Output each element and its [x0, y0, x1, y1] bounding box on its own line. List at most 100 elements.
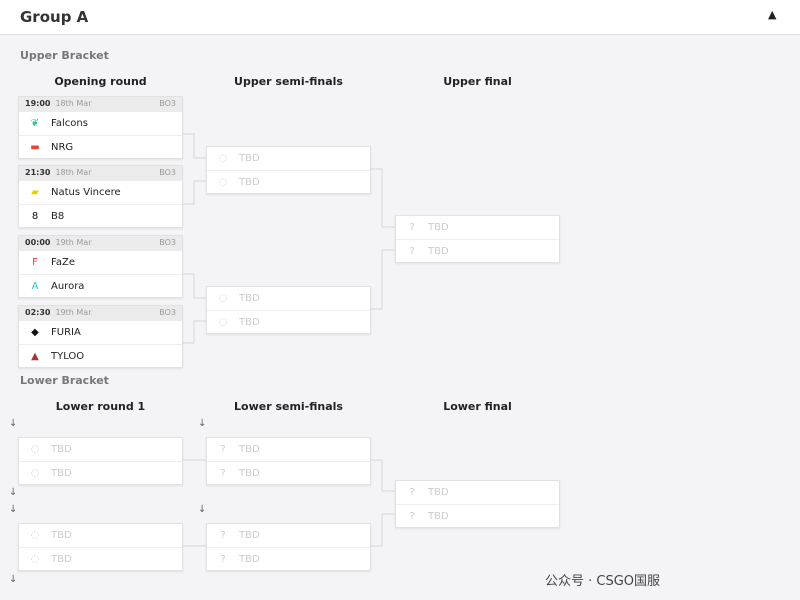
team-row[interactable]: 8 B8 [19, 204, 182, 227]
arrow-down-icon: ↓ [9, 487, 18, 498]
group-header[interactable]: Group A ▲ [0, 0, 800, 35]
match-card[interactable]: 02:30 19th Mar BO3 ◆FURIA ▲ TYLOO [18, 305, 183, 368]
team-row[interactable]: ◌TBD [207, 147, 370, 170]
team-name: TBD [51, 530, 72, 541]
question-icon: ? [220, 467, 226, 479]
match-format: BO3 [159, 168, 176, 177]
team-row[interactable]: ◌TBD [19, 547, 182, 570]
team-name: TBD [428, 222, 449, 233]
match-card[interactable]: ?TBD?TBD [206, 523, 371, 571]
team-row[interactable]: ▬ NRG [19, 135, 182, 158]
aurora-logo: A [31, 280, 39, 292]
match-date: 18th Mar [55, 168, 92, 177]
team-row[interactable]: ◌TBD [207, 170, 370, 193]
question-icon: ? [409, 487, 415, 498]
team-name: TBD [239, 444, 260, 455]
team-row[interactable]: ?TBD [207, 524, 370, 547]
tyloo-logo: ▲ [31, 350, 39, 362]
team-row[interactable]: ? TBD [396, 504, 559, 527]
match-card[interactable]: 21:30 18th Mar BO3 ▰Natus Vincere 8 B8 [18, 165, 183, 228]
team-name: TBD [239, 153, 260, 164]
caret-up-icon[interactable]: ▲ [768, 8, 777, 21]
faze-logo: F [32, 257, 38, 268]
match-header: 19:00 18th Mar BO3 [19, 97, 182, 112]
lower-bracket-label: Lower Bracket [20, 374, 109, 387]
column-opening-round: Opening round [54, 75, 147, 88]
team-name: TBD [239, 467, 260, 479]
team-row[interactable]: ?TBD [396, 239, 559, 262]
question-icon: ? [409, 510, 415, 522]
match-card[interactable]: ? TBD? TBD [395, 480, 560, 528]
team-row[interactable]: ▰Natus Vincere [19, 181, 182, 204]
team-row[interactable]: ◌TBD [207, 287, 370, 310]
column-lower-round-1: Lower round 1 [55, 400, 146, 413]
team-row[interactable]: ? TBD [207, 438, 370, 461]
team-name: TBD [239, 176, 260, 188]
match-time: 02:30 [25, 308, 51, 317]
team-row[interactable]: ? TBD [207, 461, 370, 484]
falcons-logo: ❦ [30, 118, 40, 129]
team-row[interactable]: ?TBD [396, 216, 559, 239]
team-row[interactable]: ◆FURIA [19, 321, 182, 344]
match-time: 00:00 [25, 238, 51, 247]
question-icon: ? [220, 553, 226, 565]
team-name: TYLOO [51, 350, 85, 362]
arrow-down-icon: ↓ [9, 418, 18, 429]
match-card[interactable]: ?TBD?TBD [395, 215, 560, 263]
team-row[interactable]: ◌TBD [19, 524, 182, 547]
match-header: 02:30 19th Mar BO3 [19, 306, 182, 321]
match-header: 21:30 18th Mar BO3 [19, 166, 182, 181]
match-card[interactable]: ◌TBD◌TBD [18, 437, 183, 485]
team-name: B8 [51, 210, 65, 222]
upper-bracket-label: Upper Bracket [20, 49, 109, 62]
match-format: BO3 [159, 99, 176, 108]
arrow-down-icon: ↓ [198, 418, 207, 429]
match-date: 19th Mar [55, 308, 92, 317]
match-card[interactable]: ◌TBD◌TBD [206, 286, 371, 334]
team-row[interactable]: ❦Falcons [19, 112, 182, 135]
navi-logo: ▰ [31, 187, 39, 198]
group-title: Group A [20, 8, 89, 26]
team-name: FaZe [51, 257, 75, 268]
team-row[interactable]: F FaZe [19, 251, 182, 274]
team-row[interactable]: ◌ TBD [19, 438, 182, 461]
team-name: TBD [51, 444, 72, 455]
team-row[interactable]: ◌TBD [207, 310, 370, 333]
team-logo-placeholder-icon: ◌ [30, 444, 40, 455]
team-name: NRG [51, 141, 74, 153]
match-card[interactable]: ? TBD? TBD [206, 437, 371, 485]
team-row[interactable]: A Aurora [19, 274, 182, 297]
match-time: 21:30 [25, 168, 51, 177]
match-format: BO3 [159, 308, 176, 317]
match-card[interactable]: 19:00 18th Mar BO3 ❦Falcons ▬ NRG [18, 96, 183, 159]
team-row[interactable]: ▲ TYLOO [19, 344, 182, 367]
team-name: TBD [51, 553, 72, 565]
question-icon: ? [220, 530, 226, 541]
team-name: Aurora [51, 280, 85, 292]
arrow-down-icon: ↓ [9, 574, 18, 585]
team-row[interactable]: ? TBD [396, 481, 559, 504]
column-upper-final: Upper final [443, 75, 512, 88]
column-upper-semis: Upper semi-finals [234, 75, 343, 88]
team-name: TBD [428, 487, 449, 498]
team-name: TBD [239, 293, 260, 304]
match-card[interactable]: ◌TBD◌TBD [206, 146, 371, 194]
team-name: TBD [428, 510, 449, 522]
team-name: FURIA [51, 327, 81, 338]
match-time: 19:00 [25, 99, 51, 108]
team-logo-placeholder-icon: ◌ [218, 316, 228, 328]
team-name: TBD [239, 553, 260, 565]
match-date: 18th Mar [55, 99, 92, 108]
column-lower-final: Lower final [443, 400, 512, 413]
question-icon: ? [220, 444, 226, 455]
nrg-logo: ▬ [30, 141, 40, 153]
team-row[interactable]: ◌TBD [19, 461, 182, 484]
match-date: 19th Mar [55, 238, 92, 247]
b8-logo: 8 [31, 210, 39, 222]
team-row[interactable]: ? TBD [207, 547, 370, 570]
team-name: TBD [51, 467, 72, 479]
match-card[interactable]: ◌TBD◌TBD [18, 523, 183, 571]
